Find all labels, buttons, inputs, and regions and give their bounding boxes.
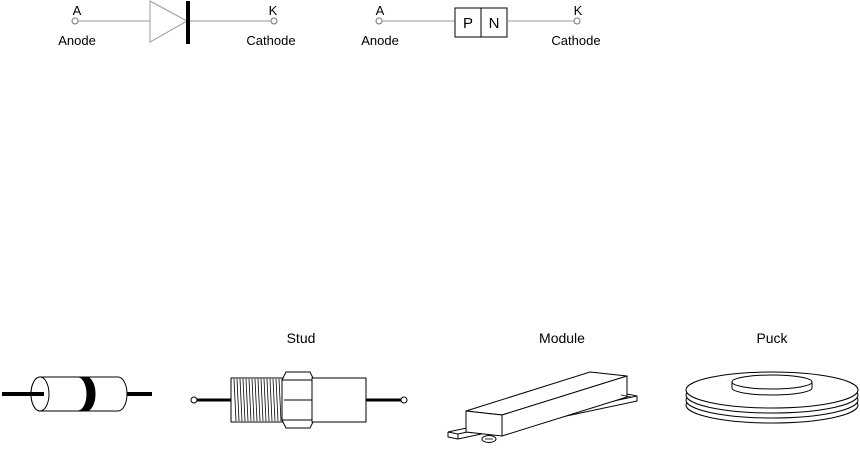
pn-anode-letter: A xyxy=(376,3,385,18)
anode-terminal xyxy=(72,18,78,24)
puck-label: Puck xyxy=(756,330,788,346)
pn-cathode-terminal xyxy=(574,18,580,24)
puck-package: Puck xyxy=(686,330,858,423)
p-region-label: P xyxy=(463,15,473,32)
stud-label: Stud xyxy=(287,330,316,346)
stud-right-terminal xyxy=(401,397,407,403)
axial-diode-package xyxy=(2,377,152,411)
pn-junction-symbol: A Anode P N K Cathode xyxy=(361,3,600,48)
stud-package: Stud xyxy=(191,330,407,428)
module-package: Module xyxy=(448,330,637,443)
stud-left-terminal xyxy=(191,397,197,403)
anode-letter: A xyxy=(73,3,82,18)
cathode-bar xyxy=(186,1,190,44)
module-label: Module xyxy=(539,330,585,346)
pn-cathode-label: Cathode xyxy=(551,33,600,48)
pn-cathode-letter: K xyxy=(574,3,583,18)
module-front-face xyxy=(466,411,502,436)
pn-anode-terminal xyxy=(376,18,382,24)
diode-triangle xyxy=(150,1,187,42)
cathode-terminal xyxy=(271,18,277,24)
anode-label: Anode xyxy=(58,33,96,48)
pn-anode-label: Anode xyxy=(361,33,399,48)
puck-top-cap xyxy=(732,375,812,389)
stud-body xyxy=(312,378,366,422)
n-region-label: N xyxy=(489,15,500,32)
cathode-letter: K xyxy=(269,3,278,18)
diode-symbol: A Anode K Cathode xyxy=(58,1,295,48)
cathode-label: Cathode xyxy=(246,33,295,48)
